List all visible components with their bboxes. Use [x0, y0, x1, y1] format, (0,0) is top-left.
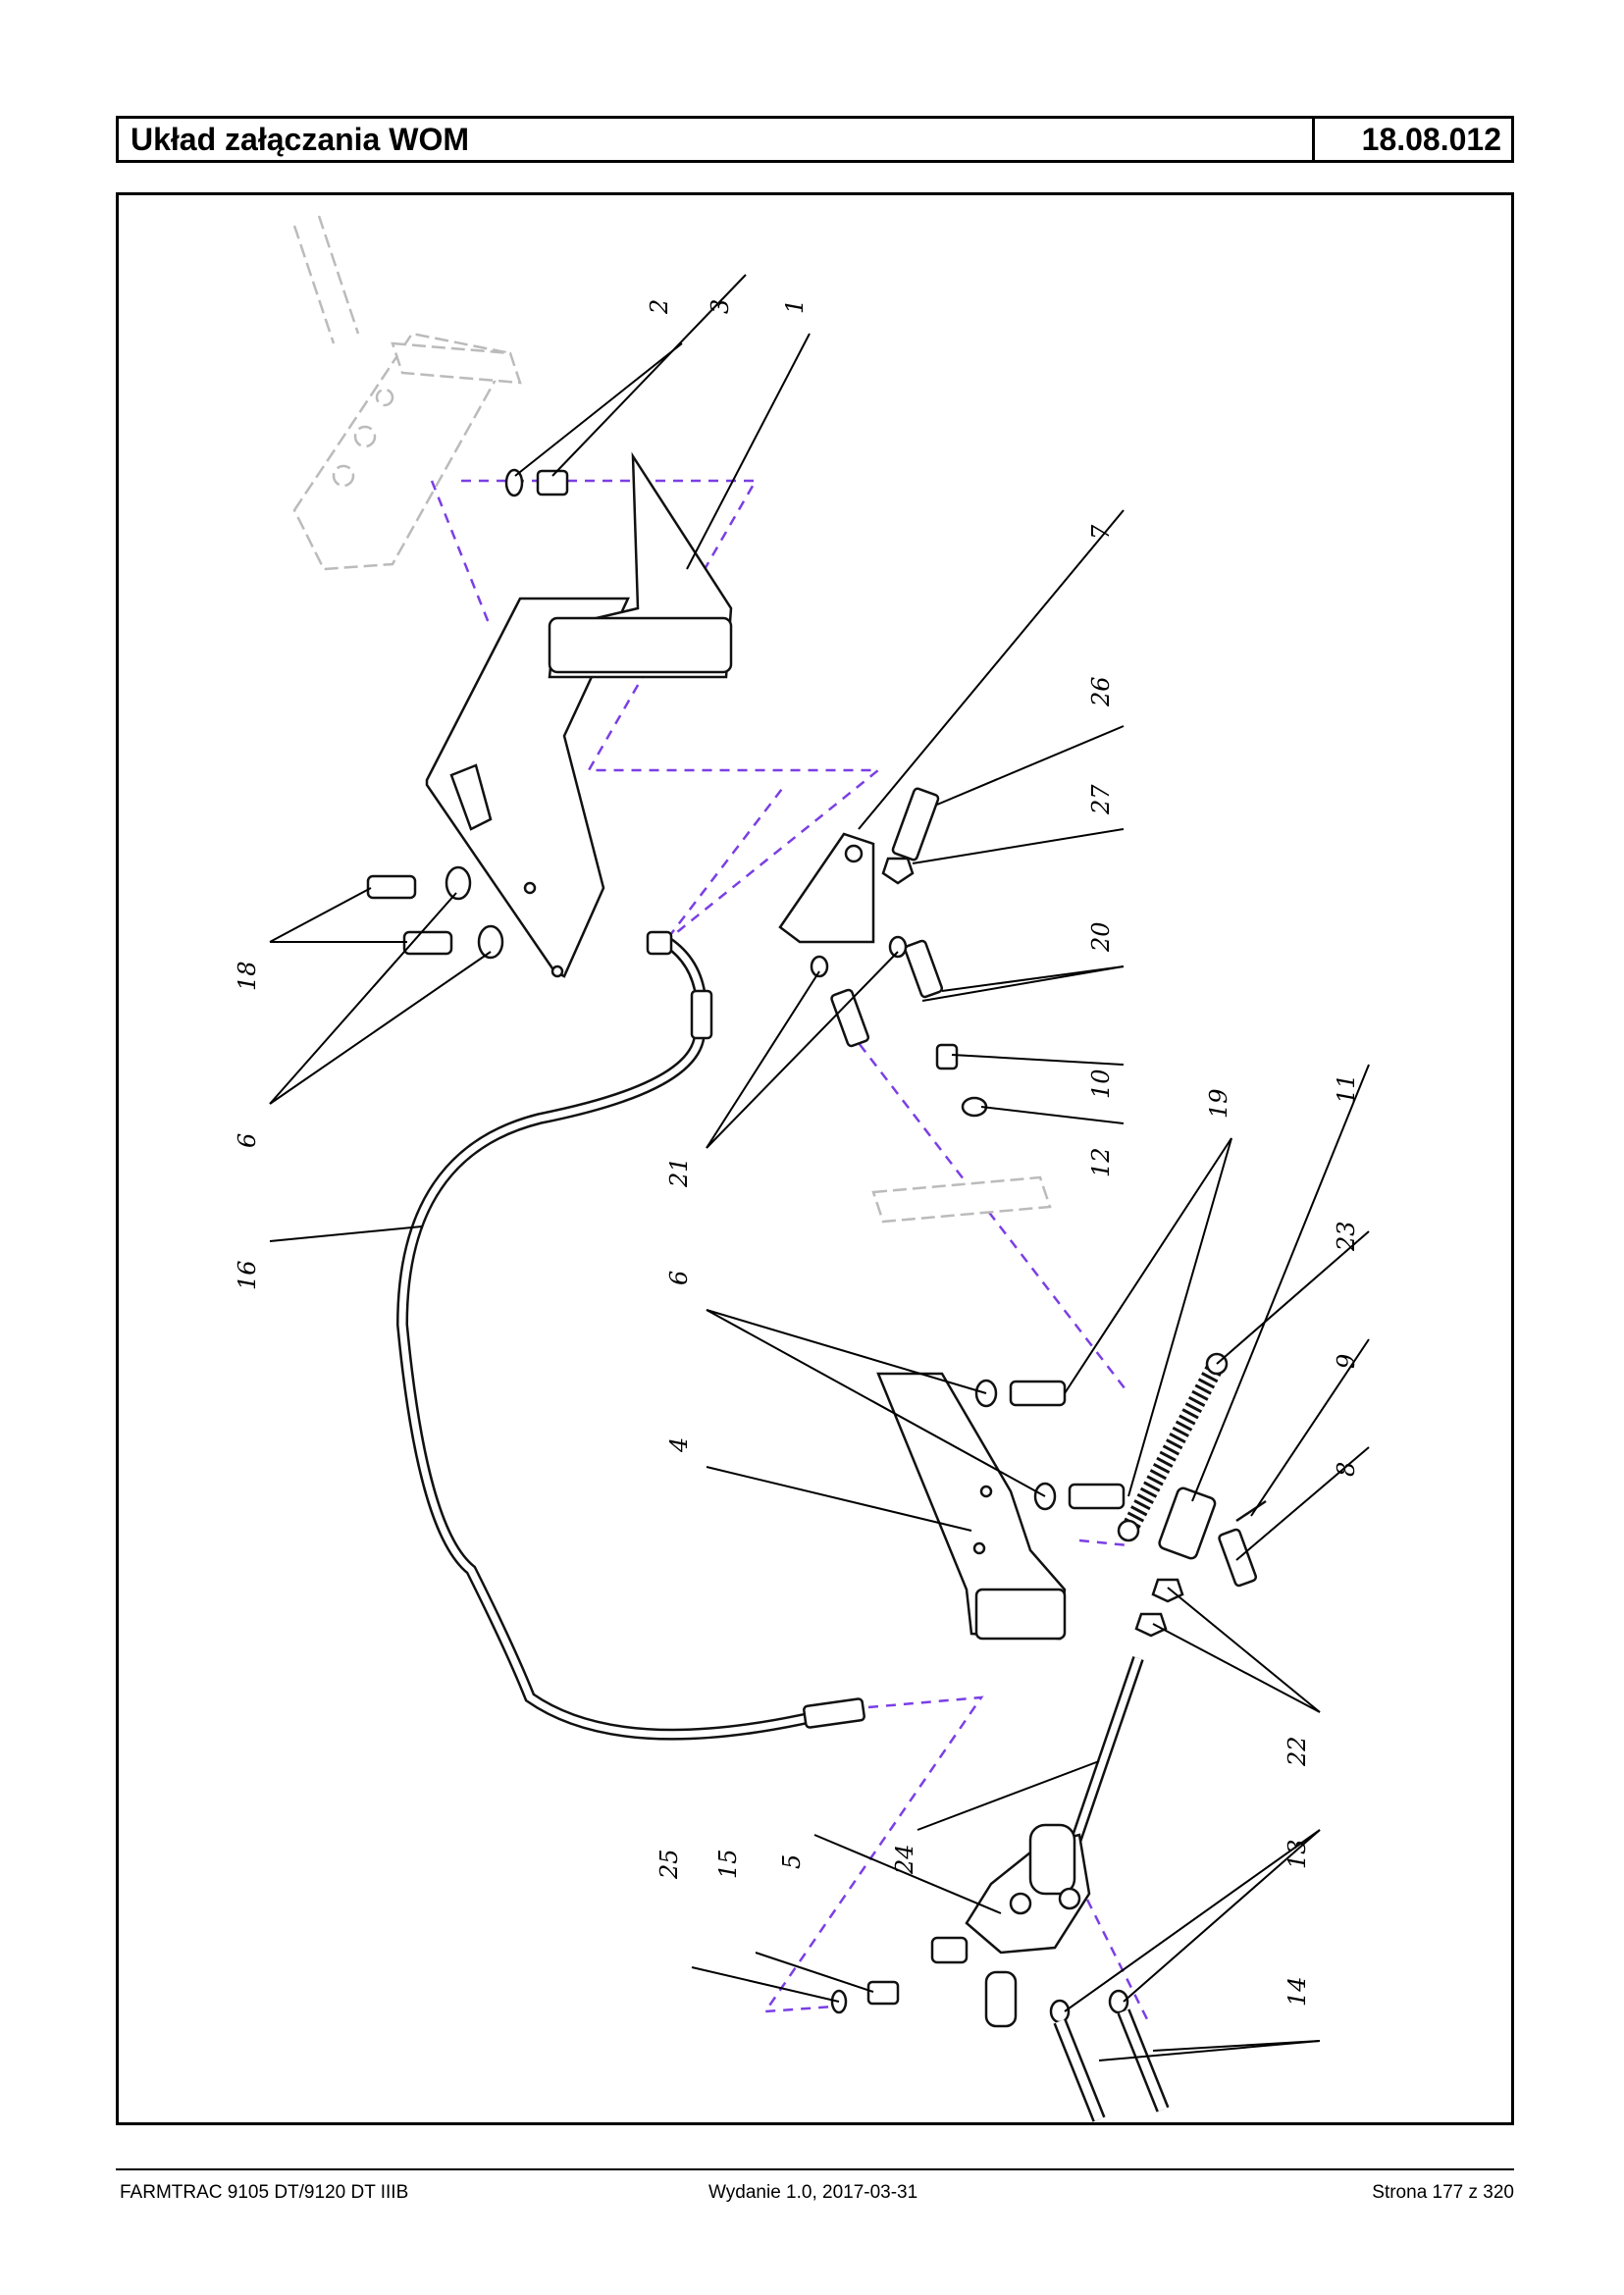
- bracket-part-4: [876, 1372, 1067, 1641]
- callout-15: 15: [714, 1849, 742, 1879]
- footer-edition: Wydanie 1.0, 2017-03-31: [708, 2182, 918, 2203]
- callout-8: 8: [1333, 1462, 1360, 1477]
- footer-model: FARMTRAC 9105 DT/9120 DT IIIB: [120, 2182, 409, 2203]
- valve-part-5: [930, 1823, 1091, 2028]
- callout-10: 10: [1087, 1069, 1115, 1099]
- callout-6-left: 6: [234, 1133, 261, 1148]
- callout-labels: 2 3 1 7 26 27 20 10 12 19 11 23 9 8 22 1…: [234, 299, 1360, 2007]
- callout-7: 7: [1087, 524, 1115, 540]
- callout-9: 9: [1333, 1354, 1360, 1369]
- callout-14: 14: [1283, 1976, 1311, 2007]
- rod-part-24: [1069, 1656, 1144, 1847]
- footer-rule: [116, 2168, 1514, 2170]
- leader-lines: [269, 274, 1370, 2061]
- callout-16: 16: [234, 1260, 261, 1290]
- bolts-18-washers-6: [366, 865, 504, 960]
- clevis-pin-hardware: [1134, 1487, 1267, 1638]
- small-hardware: [810, 787, 988, 1118]
- section-code: 18.08.012: [1361, 122, 1501, 157]
- ghost-valve-block: [292, 215, 522, 571]
- assembly-axes: [430, 479, 1150, 2022]
- callout-26: 26: [1087, 676, 1115, 707]
- callout-18: 18: [234, 961, 261, 991]
- callout-4: 4: [665, 1437, 693, 1453]
- callout-20: 20: [1087, 921, 1115, 953]
- bracket-part-7: [778, 832, 875, 944]
- callout-27: 27: [1087, 784, 1115, 815]
- callout-2: 2: [646, 299, 673, 315]
- callout-24: 24: [891, 1844, 918, 1875]
- diagram-frame: [116, 192, 1514, 2125]
- page-title: Układ załączania WOM: [119, 119, 1315, 160]
- callout-6-middle: 6: [665, 1271, 693, 1285]
- callout-3: 3: [707, 299, 734, 314]
- callout-23: 23: [1333, 1221, 1360, 1252]
- bolts-14-washers-13: [1049, 1989, 1170, 2122]
- fittings-2-3: [504, 468, 569, 497]
- hose-part-16: [395, 930, 865, 1741]
- callout-5: 5: [778, 1854, 806, 1869]
- title-bar: Układ załączania WOM 18.08.012: [116, 116, 1514, 163]
- callout-22: 22: [1283, 1736, 1311, 1767]
- footer-page-number: Strona 177 z 320: [1372, 2182, 1514, 2203]
- callout-11: 11: [1333, 1073, 1360, 1104]
- callout-1: 1: [781, 299, 809, 314]
- callout-21: 21: [665, 1157, 693, 1188]
- fittings-15-25: [830, 1980, 900, 2014]
- callout-25: 25: [655, 1849, 683, 1880]
- callout-13: 13: [1283, 1839, 1311, 1869]
- callout-12: 12: [1087, 1147, 1115, 1177]
- ghost-clip: [871, 1175, 1052, 1224]
- bracket-part-1: [425, 451, 733, 978]
- callout-19: 19: [1205, 1088, 1232, 1119]
